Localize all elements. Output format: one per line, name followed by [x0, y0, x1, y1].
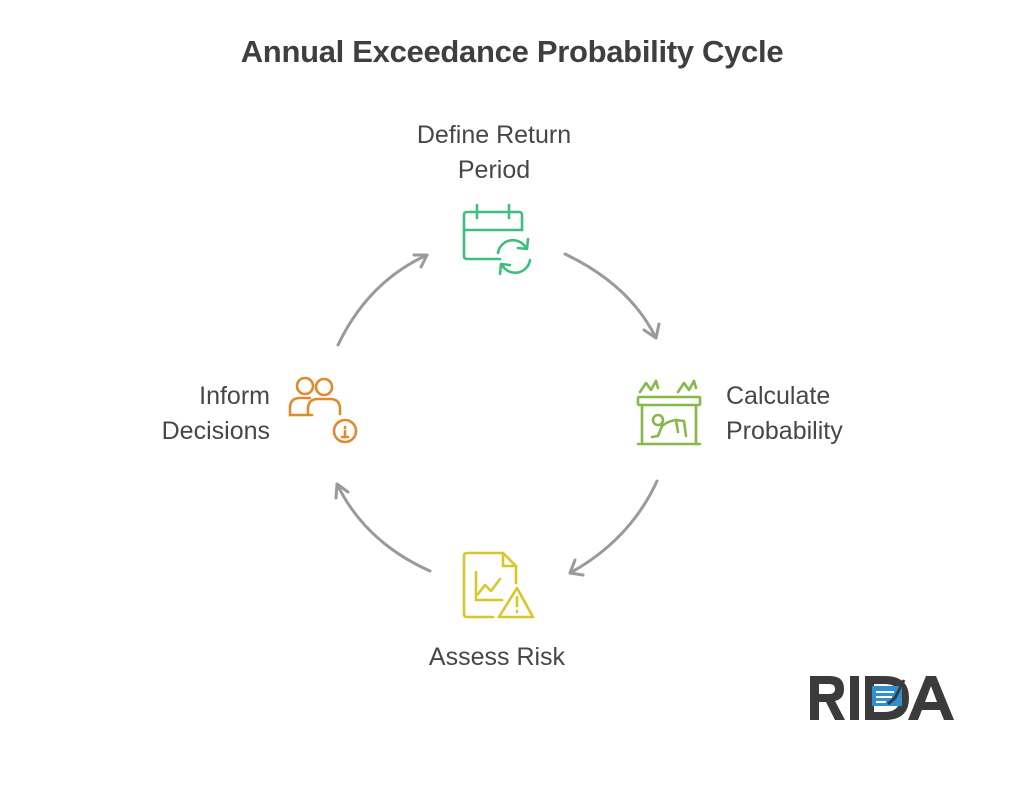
logo-r-letter [810, 676, 845, 720]
arrow-bottom-to-left [334, 482, 432, 573]
step-label-inform-decisions: Inform Decisions [100, 379, 270, 449]
logo-a-letter [908, 676, 954, 720]
arrow-right-to-bottom [568, 479, 659, 577]
step-label-line: Decisions [161, 417, 270, 445]
step-label-line: Calculate [726, 382, 831, 410]
diagram-title: Annual Exceedance Probability Cycle [240, 34, 784, 69]
arrow-top-to-right [563, 252, 661, 340]
step-label-assess-risk: Assess Risk [392, 640, 602, 675]
rida-logo [810, 676, 954, 720]
arrow-left-to-top [336, 253, 429, 347]
logo-i-letter [850, 676, 859, 720]
step-label-line: Probability [726, 417, 843, 445]
step-label-calculate-probability: Calculate Probability [726, 379, 926, 449]
step-label-line: Define Return [416, 121, 572, 149]
logo-d-letter [865, 676, 909, 720]
step-label-line: Period [457, 156, 531, 184]
step-label-line: Inform [199, 382, 270, 410]
step-label-define-return-period: Define Return Period [382, 118, 606, 188]
step-label-line: Assess Risk [428, 643, 566, 671]
